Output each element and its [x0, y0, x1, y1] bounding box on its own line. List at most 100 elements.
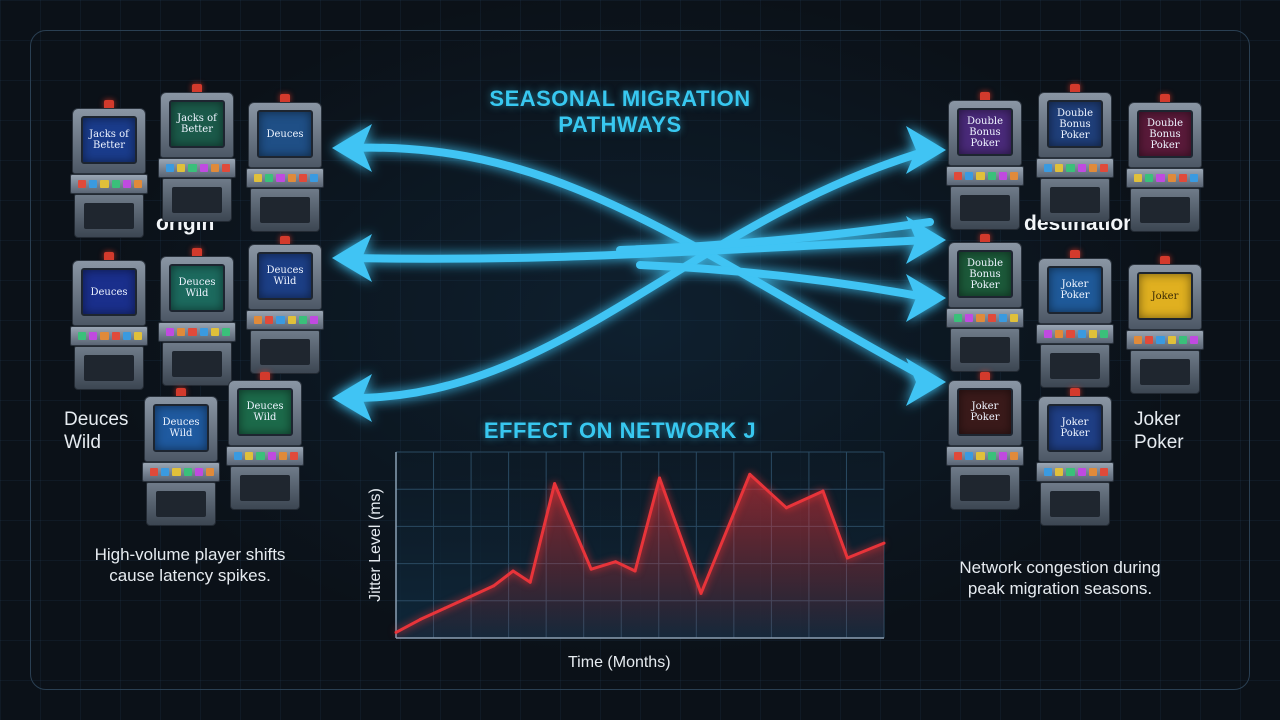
machine-button-panel: [246, 168, 324, 188]
origin-slot-machine: Jacks of Better: [70, 100, 148, 238]
arrowhead-right-upper-middle: [906, 216, 946, 264]
machine-lamp: [192, 84, 202, 92]
machine-button-panel: [1036, 324, 1114, 344]
origin-slot-machine: Deuces Wild: [142, 388, 220, 526]
machine-lamp: [1160, 256, 1170, 264]
machine-lamp: [176, 388, 186, 396]
arrow-path-middle: [346, 236, 934, 263]
machine-screen: Deuces Wild: [153, 404, 209, 452]
machine-lamp: [104, 252, 114, 260]
machine-lamp: [980, 92, 990, 100]
machine-screen: Jacks of Better: [169, 100, 225, 148]
joker-poker-label-line-1: Joker: [1134, 409, 1181, 430]
series-point: [658, 476, 662, 480]
machine-button-panel: [1036, 462, 1114, 482]
machine-button-panel: [246, 310, 324, 330]
joker-poker-label: Joker Poker: [1134, 408, 1184, 454]
machine-screen: Deuces Wild: [169, 264, 225, 312]
machine-lamp: [192, 248, 202, 256]
machine-base: [230, 466, 300, 510]
series-point: [553, 482, 557, 486]
right-caption-line-2: peak migration seasons.: [967, 579, 1153, 598]
machine-button-panel: [226, 446, 304, 466]
arrow-path-bottom-cross: [346, 146, 934, 403]
joker-poker-label-line-2: Poker: [1134, 432, 1184, 453]
machine-button-panel: [142, 462, 220, 482]
x-axis-label: Time (Months): [568, 654, 671, 671]
destination-slot-machine: Double Bonus Poker: [946, 234, 1024, 372]
machine-base: [250, 330, 320, 374]
destination-slot-machine: Double Bonus Poker: [946, 92, 1024, 230]
series-points: [394, 472, 886, 634]
machine-screen: Double Bonus Poker: [957, 250, 1013, 298]
machine-button-panel: [946, 166, 1024, 186]
chart-title: EFFECT ON NETWORK J: [483, 418, 757, 443]
series-point: [589, 567, 593, 571]
series-point: [699, 591, 703, 595]
machine-lamp: [280, 236, 290, 244]
machine-screen: Jacks of Better: [81, 116, 137, 164]
machine-base: [74, 194, 144, 238]
series-point: [443, 606, 447, 610]
machine-button-panel: [1126, 168, 1204, 188]
machine-button-panel: [1036, 158, 1114, 178]
machine-base: [1040, 178, 1110, 222]
machine-screen: Joker Poker: [1047, 266, 1103, 314]
machine-lamp: [1070, 84, 1080, 92]
right-caption-line-1: Network congestion during: [959, 558, 1161, 577]
arrowhead-right-bottom: [906, 358, 946, 406]
machine-cabinet: Double Bonus Poker: [948, 242, 1022, 308]
machine-button-panel: [1126, 330, 1204, 350]
migration-arrows: [346, 143, 934, 403]
series-point: [467, 595, 471, 599]
destination-slot-machine: Joker Poker: [946, 372, 1024, 510]
origin-slot-machine: Deuces Wild: [246, 236, 324, 374]
machine-lamp: [980, 372, 990, 380]
series-point: [394, 630, 398, 634]
machine-cabinet: Joker Poker: [1038, 396, 1112, 462]
machine-lamp: [280, 94, 290, 102]
machine-button-panel: [946, 308, 1024, 328]
series-point: [784, 506, 788, 510]
machine-cabinet: Double Bonus Poker: [1038, 92, 1112, 158]
diagram-title: SEASONAL MIGRATION PATHWAYS: [440, 86, 800, 138]
machine-button-panel: [70, 326, 148, 346]
y-axis-label: Jitter Level (ms): [367, 488, 384, 602]
series-point: [511, 569, 515, 573]
title-line-1: SEASONAL MIGRATION: [489, 86, 751, 111]
series-point: [845, 556, 849, 560]
machine-cabinet: Jacks of Better: [160, 92, 234, 158]
machine-base: [1130, 350, 1200, 394]
machine-cabinet: Joker: [1128, 264, 1202, 330]
left-caption-line-2: cause latency spikes.: [109, 566, 271, 585]
title-line-2: PATHWAYS: [558, 112, 682, 137]
machine-cabinet: Deuces: [248, 102, 322, 168]
machine-base: [250, 188, 320, 232]
machine-button-panel: [70, 174, 148, 194]
origin-slot-machine: Deuces: [70, 252, 148, 390]
series-point: [492, 584, 496, 588]
machine-base: [74, 346, 144, 390]
series-line: [395, 472, 885, 634]
machine-base: [950, 466, 1020, 510]
machine-button-panel: [158, 158, 236, 178]
machine-lamp: [1160, 94, 1170, 102]
deuces-wild-label-line-2: Wild: [64, 432, 101, 453]
outer-frame: [30, 30, 1250, 690]
arrowhead-left-bottom: [332, 374, 372, 422]
arrowhead-right-lower-middle: [906, 274, 946, 322]
machine-screen: Double Bonus Poker: [1137, 110, 1193, 158]
machine-screen: Deuces Wild: [237, 388, 293, 436]
machine-screen: Joker Poker: [1047, 404, 1103, 452]
arrowhead-left-middle: [332, 234, 372, 282]
right-caption: Network congestion during peak migration…: [910, 557, 1210, 599]
series-point: [633, 569, 637, 573]
machine-base: [1040, 482, 1110, 526]
origin-slot-machine: Deuces: [246, 94, 324, 232]
machine-base: [950, 328, 1020, 372]
machine-button-panel: [946, 446, 1024, 466]
deuces-wild-label-line-1: Deuces: [64, 409, 129, 430]
machine-lamp: [1070, 250, 1080, 258]
machine-screen: Deuces: [257, 110, 313, 158]
